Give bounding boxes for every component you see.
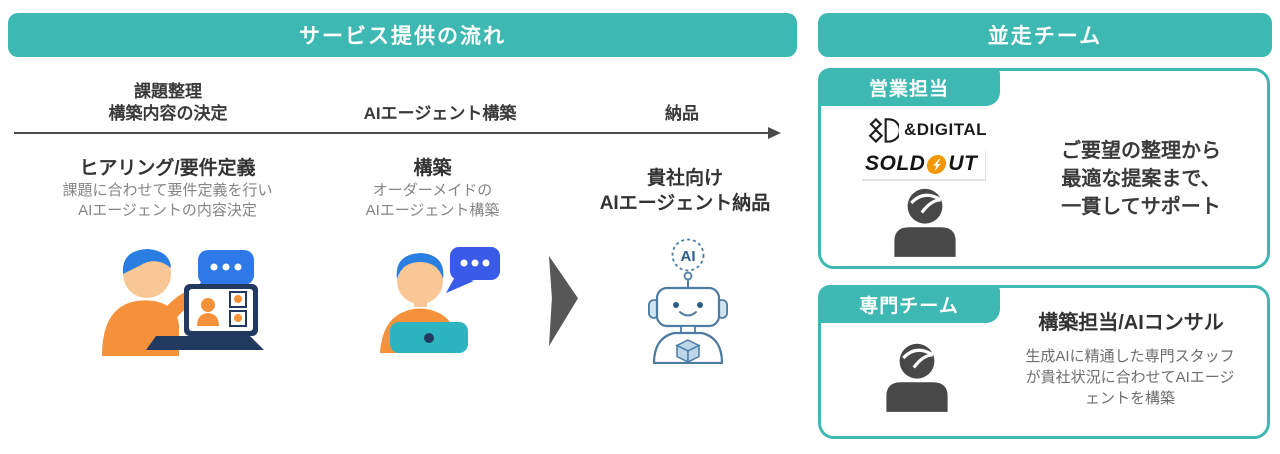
step1-title: ヒアリング/要件定義	[79, 158, 256, 179]
step-hearing: ヒアリング/要件定義 課題に合わせて要件定義を行い AIエージェントの内容決定	[35, 157, 300, 221]
and-digital-logo: &DIGITAL	[861, 115, 1011, 145]
expert-desc-line2: が貴社状況に合わせてAIエージ	[1025, 369, 1235, 386]
soldout-logo: SOLD UT	[861, 149, 986, 179]
team-header-label: 並走チーム	[987, 25, 1103, 48]
and-digital-logo-text: &DIGITAL	[904, 120, 988, 139]
team-header: 並走チーム	[818, 13, 1272, 57]
sales-desc-line1: ご要望の整理から	[1061, 140, 1221, 162]
step1-desc-line1: 課題に合わせて要件定義を行い	[62, 182, 273, 199]
step1-desc-line2: AIエージェントの内容決定	[78, 202, 257, 219]
expert-team-card: 専門チーム 構築担当/AIコンサル 生成AIに精通した専門スタッフ が貴社状況に…	[818, 285, 1270, 439]
chevron-right-icon	[549, 256, 578, 346]
person-laptop-illustration-icon	[380, 247, 500, 353]
expert-tag-label: 専門チーム	[859, 295, 959, 317]
flow-header: サービス提供の流れ	[8, 13, 797, 57]
person-silhouette-icon	[886, 343, 948, 412]
expert-desc-line1: 生成AIに精通した専門スタッフ	[1025, 348, 1235, 365]
step2-title: 構築	[413, 158, 452, 179]
sales-tag-label: 営業担当	[868, 78, 949, 100]
soldout-logo-right: UT	[948, 152, 978, 175]
sales-logos: &DIGITAL SOLD UT	[861, 115, 1011, 179]
step3-title-line1: 貴社向け	[646, 168, 723, 189]
phase-issue-organizing: 課題整理 構築内容の決定	[58, 81, 278, 125]
person-silhouette-icon	[894, 188, 956, 257]
step-build: 構築 オーダーメイドの AIエージェント構築	[330, 157, 535, 221]
expert-desc-line3: ェントを構築	[1084, 390, 1175, 407]
step2-desc-line2: AIエージェント構築	[365, 202, 500, 219]
expert-title: 構築担当/AIコンサル	[1038, 312, 1224, 334]
and-digital-mark-icon	[868, 117, 899, 144]
sales-team-card: 営業担当 &DIGITAL SOLD UT	[818, 68, 1270, 269]
phase3-label: 納品	[665, 104, 699, 123]
phase1-line1: 課題整理	[134, 82, 202, 101]
soldout-o-lightning-icon	[926, 154, 948, 174]
robot-ai-badge: AI	[681, 248, 696, 265]
step2-desc-line1: オーダーメイドの	[372, 182, 493, 199]
sales-description: ご要望の整理から 最適な提案まで、 一貫してサポート	[1026, 137, 1256, 221]
step3-title-line2: AIエージェント納品	[599, 193, 771, 214]
phase-delivery: 納品	[632, 103, 732, 125]
soldout-logo-left: SOLD	[865, 152, 926, 175]
phase1-line2: 構築内容の決定	[108, 104, 228, 123]
expert-tag: 専門チーム	[818, 285, 1000, 323]
ai-robot-illustration-icon: AI	[648, 238, 728, 364]
timeline-line	[14, 132, 770, 134]
person-video-call-illustration-icon	[102, 249, 264, 356]
sales-tag: 営業担当	[818, 68, 1000, 106]
sales-desc-line2: 最適な提案まで、	[1061, 168, 1221, 190]
arrow-right-icon	[768, 127, 781, 139]
step-delivery: 貴社向け AIエージェント納品	[590, 166, 780, 216]
flow-header-label: サービス提供の流れ	[299, 25, 506, 48]
expert-description: 生成AIに精通した専門スタッフ が貴社状況に合わせてAIエージ ェントを構築	[996, 346, 1264, 409]
sales-desc-line3: 一貫してサポート	[1061, 196, 1221, 218]
phase-agent-build: AIエージェント構築	[330, 103, 550, 125]
phase2-label: AIエージェント構築	[363, 104, 517, 123]
